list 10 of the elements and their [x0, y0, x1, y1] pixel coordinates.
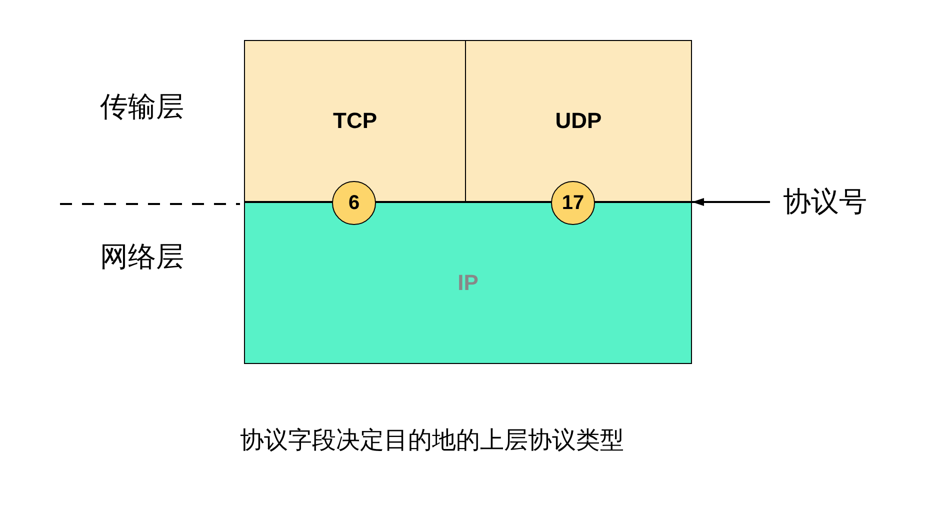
- node-label: 17: [562, 192, 584, 214]
- node-label: 协议号: [783, 185, 867, 219]
- node-label: IP: [458, 270, 478, 296]
- node-label: 6: [348, 192, 360, 214]
- node-label: UDP: [555, 108, 602, 134]
- node-label: TCP: [333, 108, 377, 134]
- arrow: [692, 198, 770, 206]
- layer-label: 网络层: [100, 240, 184, 274]
- caption: 协议字段决定目的地的上层协议类型: [240, 426, 624, 456]
- layer-label: 传输层: [100, 90, 184, 124]
